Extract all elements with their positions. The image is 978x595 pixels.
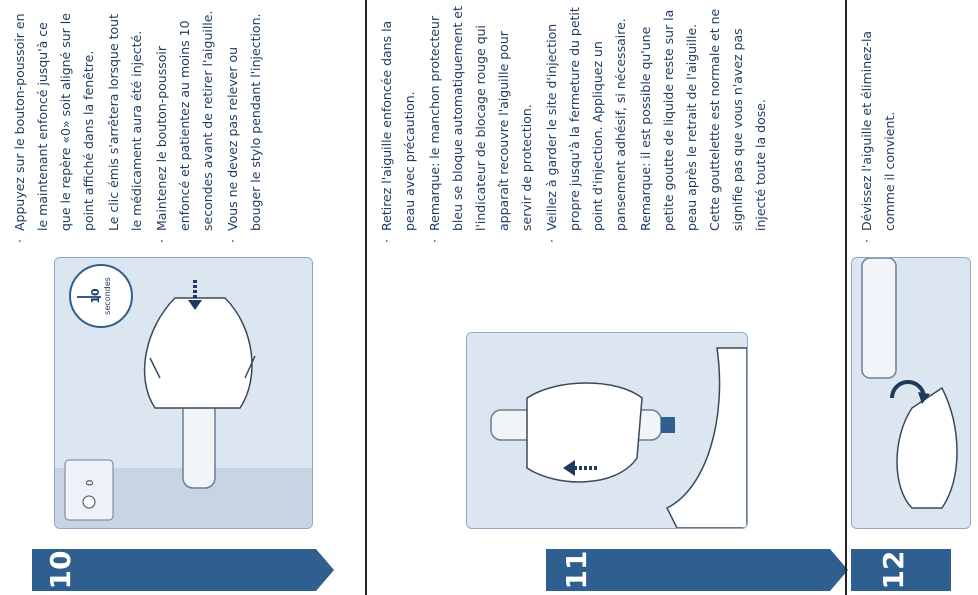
step-10-paragraph: Le clic émis s'arrêtera lorsque tout le … <box>106 13 144 231</box>
step-12-section: 12 Dévissez l'aiguille et éliminez-la co… <box>847 0 978 595</box>
step-11-section: 11 Retirez l'aiguille enfoncée dans la p… <box>367 0 847 595</box>
step-11-paragraph: Remarque: il est possible qu'une petite … <box>638 8 768 231</box>
step-11-number: 11 <box>560 550 593 590</box>
svg-text:0: 0 <box>85 480 96 486</box>
timer-icon: 10 secondes <box>69 264 133 328</box>
step-10-illustration: 0 10 secondes <box>54 257 313 529</box>
injection-press-illustration: 0 <box>55 258 312 528</box>
timer-unit: secondes <box>103 277 112 315</box>
step-10-number: 10 <box>44 550 77 590</box>
step-12-text: Dévissez l'aiguille et éliminez-la comme… <box>855 5 903 243</box>
timer-value: 10 <box>89 288 102 304</box>
step-12-number: 12 <box>877 550 910 590</box>
step-10-section: 10 0 1 <box>0 0 365 595</box>
step-11-paragraph: Remarque: le manchon protecteur bleu se … <box>423 5 538 243</box>
step-11-illustration <box>466 332 748 529</box>
step-12-illustration <box>851 257 971 529</box>
needle-removal-illustration <box>467 333 748 529</box>
step-11-paragraph: Retirez l'aiguille enfoncée dans la peau… <box>375 5 421 243</box>
step-10-paragraph: Maintenez le bouton-poussoir enfoncé et … <box>150 5 219 243</box>
step-12-paragraph: Dévissez l'aiguille et éliminez-la comme… <box>855 5 901 243</box>
step-11-text: Retirez l'aiguille enfoncée dans la peau… <box>375 5 774 243</box>
step-10-paragraph: Vous ne devez pas relever ou bouger le s… <box>221 5 267 243</box>
step-10-text: Appuyez sur le bouton-poussoir en le mai… <box>8 5 269 243</box>
unscrew-needle-illustration <box>852 257 970 528</box>
step-11-paragraph: Veillez à garder le site d'injection pro… <box>540 5 632 243</box>
step-10-paragraph: Appuyez sur le bouton-poussoir en le mai… <box>8 5 100 243</box>
